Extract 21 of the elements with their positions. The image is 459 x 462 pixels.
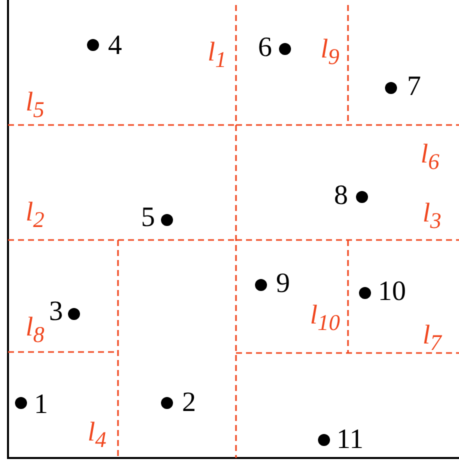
point-label: 5 <box>141 204 155 232</box>
split-line-label: l$_{7}$ <box>422 322 442 354</box>
point-label: 7 <box>407 73 421 101</box>
point-label: 6 <box>258 34 272 62</box>
point-label: 1 <box>34 391 48 419</box>
split-line-label: l$_{8}$ <box>26 314 44 346</box>
point-label: 2 <box>182 389 196 417</box>
point-label: 4 <box>108 32 122 60</box>
point-label: 11 <box>336 426 364 454</box>
split-line-label: l$_{1}$ <box>208 38 226 72</box>
split-line-label: l$_{3}$ <box>422 200 442 232</box>
point-label: 8 <box>334 182 348 210</box>
split-line-label: l$_{9}$ <box>320 36 340 68</box>
split-line-label: l$_{4}$ <box>88 418 106 452</box>
point-label: 3 <box>49 298 63 326</box>
split-line-label: l$_{6}$ <box>420 140 440 174</box>
split-line-label: l$_{2}$ <box>26 198 44 232</box>
split-line-label: l$_{5}$ <box>26 88 44 122</box>
point-label: 9 <box>276 270 290 298</box>
point-label: 10 <box>378 278 406 306</box>
split-line-label: l$_{10}$ <box>310 302 340 334</box>
